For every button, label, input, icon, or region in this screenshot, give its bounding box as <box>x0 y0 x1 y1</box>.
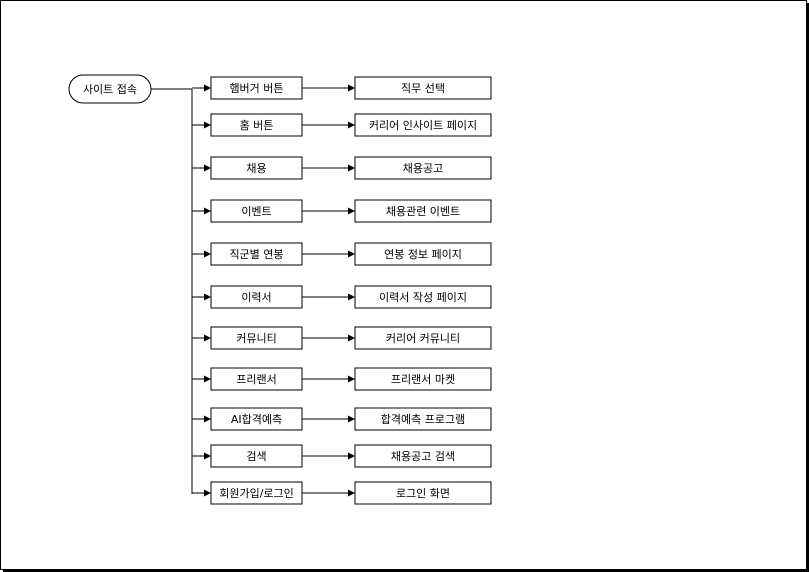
flow-row: 이력서 이력서 작성 페이지 <box>192 285 492 309</box>
target-box <box>354 156 492 180</box>
menu-label: 프리랜서 <box>236 373 276 386</box>
frame-shadow-right <box>806 3 809 572</box>
menu-label: 홈 버튼 <box>240 118 274 132</box>
target-label: 채용공고 검색 <box>391 450 455 463</box>
target-box <box>354 285 492 309</box>
flow-row: 채용 채용공고 <box>192 156 492 180</box>
target-label: 합격예측 프로그램 <box>381 413 465 426</box>
target-label: 프리랜서 마켓 <box>391 373 455 386</box>
menu-label: 직군별 연봉 <box>229 248 283 261</box>
target-box <box>354 407 492 431</box>
flow-row: 검색 채용공고 검색 <box>192 444 492 468</box>
target-label: 직무 선택 <box>401 82 445 95</box>
menu-label: 이력서 <box>241 291 271 304</box>
target-box <box>354 76 492 100</box>
target-label: 로그인 화면 <box>396 487 450 500</box>
flow-row: 홈 버튼 커리어 인사이트 페이지 <box>192 113 492 137</box>
flow-row: AI합격예측 합격예측 프로그램 <box>192 407 492 431</box>
target-box <box>354 113 492 137</box>
flow-row: 프리랜서 프리랜서 마켓 <box>192 367 492 391</box>
menu-label: 이벤트 <box>241 205 271 218</box>
target-label: 채용관련 이벤트 <box>386 205 460 218</box>
flow-row: 햄버거 버튼 직무 선택 <box>192 76 492 100</box>
menu-label: 채용 <box>246 162 266 175</box>
target-label: 이력서 작성 페이지 <box>379 291 467 304</box>
target-label: 채용공고 <box>403 162 443 175</box>
menu-label: 회원가입/로그인 <box>219 487 294 500</box>
target-box <box>354 199 492 223</box>
menu-label: 햄버거 버튼 <box>229 82 283 95</box>
flow-row: 커뮤니티 커리어 커뮤니티 <box>192 326 492 350</box>
target-label: 커리어 인사이트 페이지 <box>369 119 477 132</box>
menu-label: 커뮤니티 <box>236 332 276 345</box>
target-box <box>354 444 492 468</box>
target-box <box>354 326 492 350</box>
frame-shadow-bottom <box>3 569 809 572</box>
flow-row: 직군별 연봉 연봉 정보 페이지 <box>192 242 492 266</box>
target-box <box>354 242 492 266</box>
flow-row: 회원가입/로그인 로그인 화면 <box>192 481 492 505</box>
target-box <box>354 481 492 505</box>
target-box <box>354 367 492 391</box>
target-label: 연봉 정보 페이지 <box>384 248 462 261</box>
flow-row: 이벤트 채용관련 이벤트 <box>192 199 492 223</box>
root-node: 사이트 접속 <box>68 74 152 104</box>
menu-label: 검색 <box>246 450 266 463</box>
target-label: 커리어 커뮤니티 <box>386 332 460 345</box>
root-node-label: 사이트 접속 <box>83 83 137 96</box>
menu-label: AI합격예측 <box>231 413 282 426</box>
